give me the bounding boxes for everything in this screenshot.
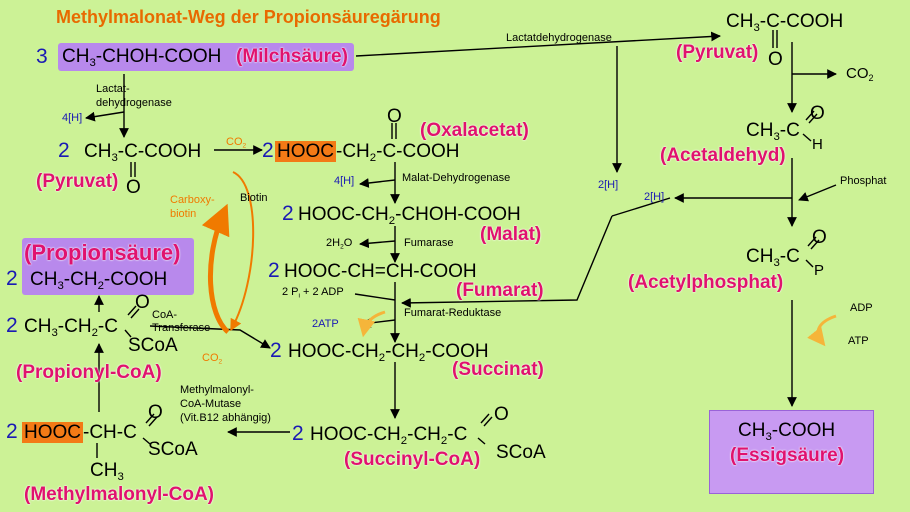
propionate-coefficient: 2 [6, 267, 18, 290]
adp-right-label: ADP [850, 302, 873, 314]
propionyl-coa-coefficient: 2 [6, 314, 18, 337]
hydrogen-2-a: 2[H] [598, 179, 619, 191]
succinate-coefficient: 2 [270, 339, 282, 362]
atp-middle-label: 2ATP [312, 318, 339, 330]
malate-name: (Malat) [480, 224, 542, 245]
coa-transferase-label: CoA- Transferase [152, 309, 211, 335]
pyruvate-left-formula: CH3-C-COOH [84, 141, 202, 164]
succinyl-coa-coefficient: 2 [292, 422, 304, 445]
methylmalonyl-coefficient: 2 [6, 420, 18, 443]
malate-coefficient: 2 [282, 202, 294, 225]
hydrogen-4-left: 4[H] [62, 112, 83, 124]
pyruvate-left-name: (Pyruvat) [36, 171, 119, 192]
phosphate-adp-label: 2 Pi + 2 ADP [282, 286, 344, 300]
biotin-label: Biotin [240, 192, 268, 204]
acetaldehyde-oxygen: O [810, 103, 825, 124]
succinyl-coa-formula: HOOC-CH2-CH2-C [310, 424, 468, 447]
propionate-name: (Propionsäure) [24, 240, 181, 265]
malate-dehydrogenase-label: Malat-Dehydrogenase [402, 172, 511, 184]
propionyl-coa-name: (Propionyl-CoA) [16, 362, 162, 383]
oxalacetate-oxygen: O [387, 106, 402, 127]
acetaldehyde-name: (Acetaldehyd) [660, 145, 786, 166]
lactate-coefficient: 3 [36, 45, 48, 68]
succinyl-coa-name: (Succinyl-CoA) [344, 449, 481, 470]
hydrogen-2-b: 2[H] [644, 191, 665, 203]
pyruvate-left-coefficient: 2 [58, 139, 70, 162]
methylmalonyl-name: (Methylmalonyl-CoA) [24, 484, 214, 505]
malate-formula: HOOC-CH2-CHOH-COOH [298, 204, 521, 227]
methylmalonyl-ch3: CH3 [90, 460, 124, 483]
methylmalonyl-formula: HOOC-CH-C [22, 422, 137, 443]
succinate-name: (Succinat) [452, 359, 544, 380]
propionyl-coa-oxygen: O [135, 292, 150, 313]
phosphat-label: Phosphat [840, 175, 887, 187]
methylmalonyl-mutase-label: Methylmalonyl- CoA-Mutase (Vit.B12 abhän… [180, 384, 271, 424]
fumarate-coefficient: 2 [268, 259, 280, 282]
succinyl-coa-scoa: SCoA [496, 442, 546, 463]
propionate-formula: CH3-CH2-COOH [30, 269, 168, 292]
lactate-dehydrogenase-label: Lactat- dehydrogenase [96, 83, 172, 110]
lactate-box [58, 43, 354, 71]
fumarase-label: Fumarase [404, 237, 454, 249]
oxalacetate-name: (Oxalacetat) [420, 120, 529, 141]
atp-right-label: ATP [848, 335, 869, 347]
lactate-formula: CH3-CHOH-COOH [62, 46, 222, 69]
acetylphosphate-oxygen: O [812, 227, 827, 248]
acetic-acid-formula: CH3-COOH [738, 420, 836, 443]
succinate-formula: HOOC-CH2-CH2-COOH [288, 341, 489, 364]
oxalacetate-formula: HOOC-CH2-C-COOH [275, 141, 460, 164]
acetylphosphate-name: (Acetylphosphat) [628, 272, 784, 293]
propionyl-coa-formula: CH3-CH2-C [24, 316, 118, 339]
fumarate-reductase-label: Fumarat-Reduktase [404, 307, 502, 319]
acetaldehyde-h: H [812, 136, 823, 153]
fumarate-formula: HOOC-CH=CH-COOH [284, 261, 477, 282]
fumarate-name: (Fumarat) [456, 280, 544, 301]
acetylphosphate-formula: CH3-C [746, 246, 800, 269]
carboxybiotin-label: Carboxy- biotin [170, 194, 215, 221]
propionate-box [22, 238, 194, 295]
co2-right-label: CO2 [846, 65, 874, 84]
pyruvate-right-name: (Pyruvat) [676, 42, 759, 63]
pyruvate-left-oxygen: O [126, 177, 141, 198]
oxalacetate-coefficient: 2 [262, 139, 274, 162]
methylmalonyl-oxygen: O [148, 402, 163, 423]
methylmalonyl-scoa: SCoA [148, 439, 198, 460]
co2-release: CO2 [202, 352, 223, 366]
lactate-dehydrogenase-top-label: Lactatdehydrogenase [506, 32, 612, 44]
pyruvate-right-oxygen: O [768, 49, 783, 70]
propionyl-coa-scoa: SCoA [128, 335, 178, 356]
succinyl-coa-oxygen: O [494, 404, 509, 425]
acetaldehyde-formula: CH3-C [746, 120, 800, 143]
acetylphosphate-p: P [814, 262, 825, 279]
water-label: 2H2O [326, 237, 353, 251]
hydrogen-4-middle: 4[H] [334, 175, 355, 187]
lactate-name: (Milchsäure) [236, 46, 348, 67]
acetic-acid-box [709, 410, 874, 494]
diagram-title: Methylmalonat-Weg der Propionsäuregärung [56, 7, 441, 27]
pyruvate-right-formula: CH3-C-COOH [726, 11, 844, 34]
co2-carboxylation: CO2 [226, 136, 247, 150]
acetic-acid-name: (Essigsäure) [730, 445, 845, 466]
